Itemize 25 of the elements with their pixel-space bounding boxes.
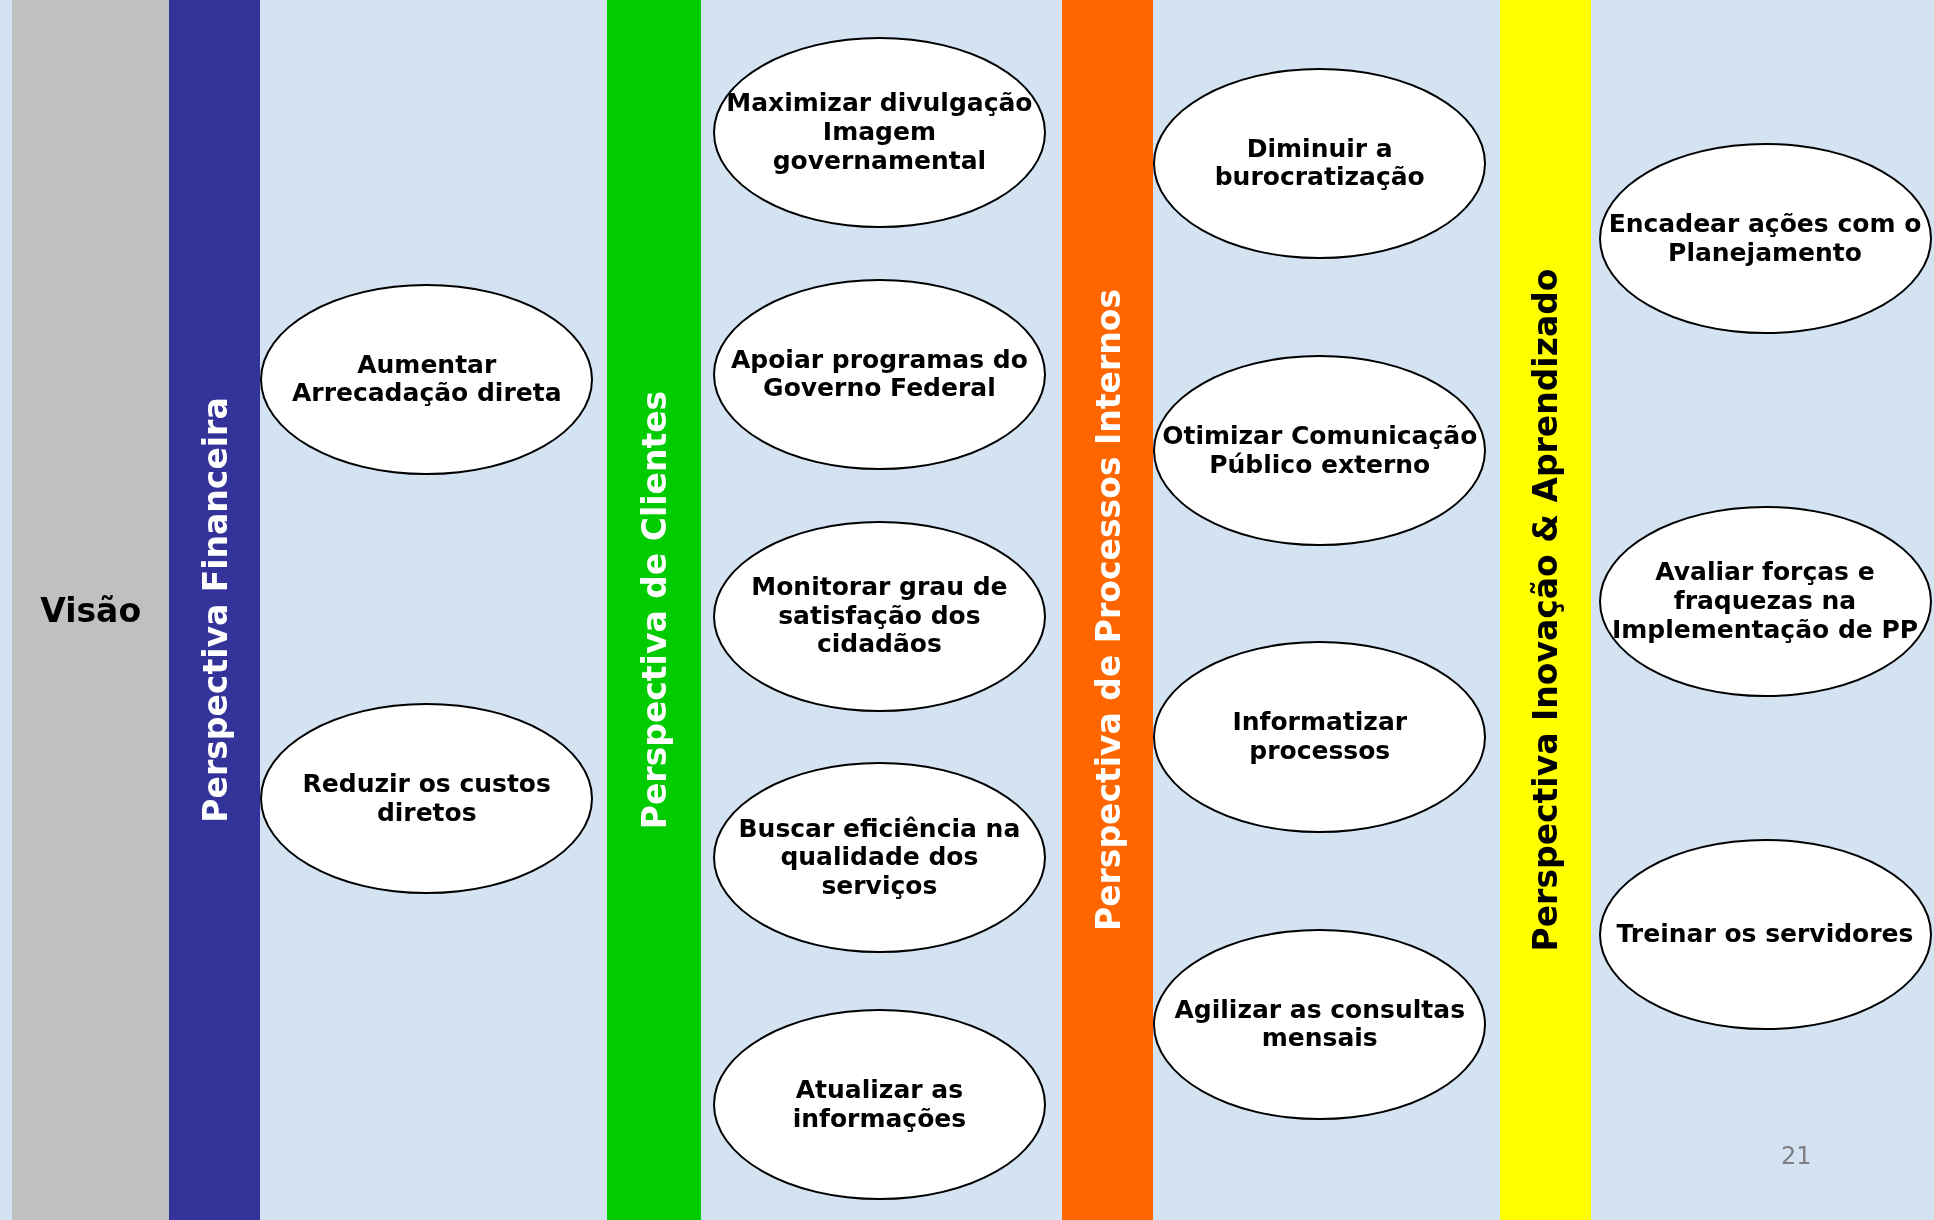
column-band xyxy=(168,0,261,1220)
page-number: 21 xyxy=(1781,1142,1812,1171)
objective-ellipse: Maximizar divulgação Imagem governamental xyxy=(712,37,1046,229)
objective-ellipse: Agilizar as consultas mensais xyxy=(1153,928,1487,1120)
objective-ellipse: Informatizar processos xyxy=(1153,641,1487,833)
objective-ellipse: Atualizar as informações xyxy=(712,1008,1046,1201)
objective-ellipse: Otimizar Comunicação Público externo xyxy=(1153,355,1487,547)
objective-ellipse: Aumentar Arrecadação direta xyxy=(260,283,594,475)
column-band xyxy=(1499,0,1592,1220)
objective-ellipse: Treinar os servidores xyxy=(1598,838,1932,1030)
objective-ellipse: Monitorar grau de satisfação dos cidadãos xyxy=(712,520,1046,712)
band-title: Perspectiva Inovação & Aprendizado xyxy=(1525,268,1565,952)
band-title: Perspectiva de Clientes xyxy=(634,390,674,830)
band-title: Perspectiva Financeira xyxy=(195,397,235,823)
column-band xyxy=(606,0,701,1220)
objective-ellipse: Buscar eficiência na qualidade dos serviços xyxy=(712,762,1046,954)
objective-ellipse: Encadear ações com o Planejamento xyxy=(1598,143,1932,335)
objective-ellipse: Apoiar programas do Governo Federal xyxy=(712,278,1046,470)
band-title: Perspectiva de Processos Internos xyxy=(1088,288,1128,932)
column-band xyxy=(1061,0,1154,1220)
column-band xyxy=(12,0,169,1220)
objective-ellipse: Reduzir os custos diretos xyxy=(260,703,594,895)
objective-ellipse: Diminuir a burocratização xyxy=(1153,67,1487,259)
objective-ellipse: Avaliar forças e fraquezas na Implementação de PP xyxy=(1598,505,1932,697)
band-title: Visão xyxy=(40,590,142,630)
